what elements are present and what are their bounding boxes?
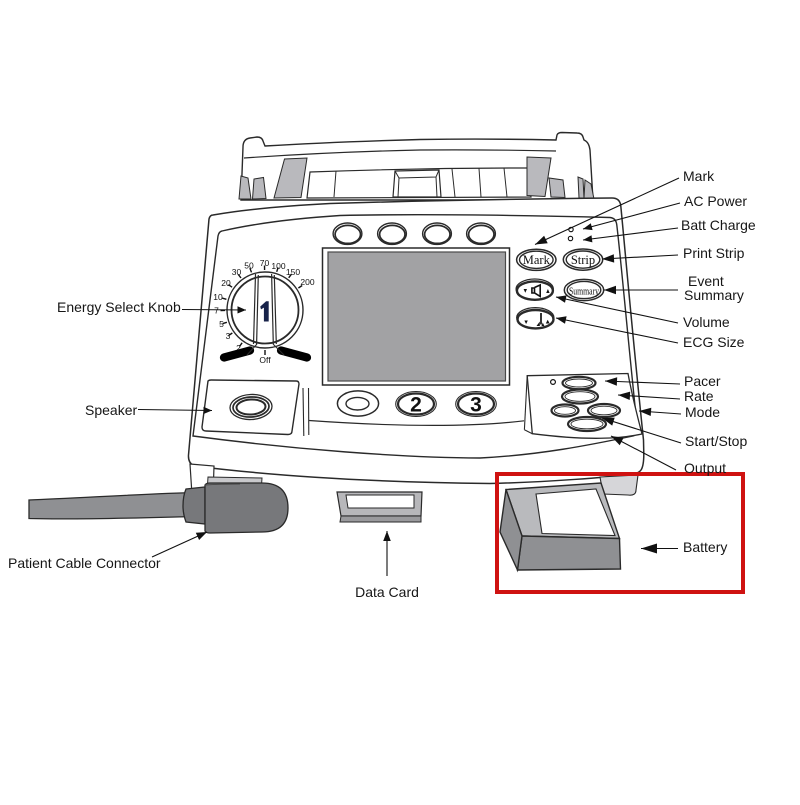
svg-text:Energy Select Knob: Energy Select Knob (57, 299, 181, 315)
svg-text:Mode: Mode (685, 404, 720, 420)
svg-text:2: 2 (410, 394, 422, 417)
svg-text:Data Card: Data Card (355, 584, 419, 600)
svg-text:Output: Output (684, 460, 726, 476)
svg-text:Volume: Volume (683, 314, 730, 330)
svg-text:Speaker: Speaker (85, 402, 137, 418)
svg-text:ECG Size: ECG Size (683, 334, 745, 350)
svg-text:Mark: Mark (523, 253, 551, 267)
svg-text:Strip: Strip (571, 253, 595, 267)
svg-text:Start/Stop: Start/Stop (685, 433, 747, 449)
svg-text:Batt Charge: Batt Charge (681, 217, 756, 233)
svg-text:Battery: Battery (683, 539, 727, 555)
svg-text:50: 50 (244, 261, 254, 271)
svg-text:150: 150 (286, 267, 300, 277)
svg-text:7: 7 (214, 306, 219, 316)
svg-text:200: 200 (300, 277, 314, 287)
svg-text:5: 5 (219, 319, 224, 329)
svg-text:Rate: Rate (684, 388, 714, 404)
svg-text:30: 30 (232, 267, 242, 277)
svg-text:Print Strip: Print Strip (683, 245, 745, 261)
svg-text:20: 20 (221, 278, 231, 288)
svg-text:Summary: Summary (569, 286, 600, 297)
svg-text:Pacer: Pacer (684, 373, 721, 389)
svg-text:Mark: Mark (683, 168, 715, 184)
svg-text:3: 3 (470, 394, 482, 417)
svg-text:100: 100 (271, 261, 285, 271)
svg-text:Off: Off (259, 355, 271, 365)
svg-text:70: 70 (260, 258, 270, 268)
svg-text:AC Power: AC Power (684, 193, 747, 209)
svg-text:3: 3 (226, 331, 231, 341)
svg-text:Summary: Summary (684, 287, 744, 303)
svg-text:10: 10 (213, 292, 223, 302)
svg-text:Patient Cable Connector: Patient Cable Connector (8, 555, 161, 571)
